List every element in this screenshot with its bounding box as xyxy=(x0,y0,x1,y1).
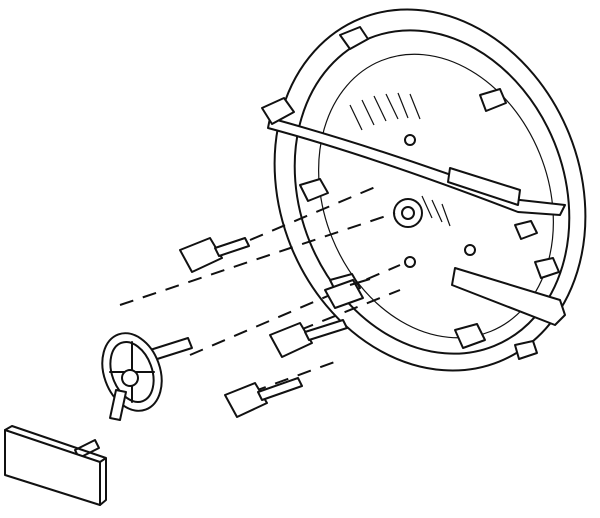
panel-hole xyxy=(404,256,416,268)
door-panel xyxy=(318,53,554,339)
latch-dog xyxy=(339,26,369,50)
latch-dog xyxy=(261,97,295,125)
door-assembly xyxy=(261,8,587,372)
latch-assembly xyxy=(269,319,348,358)
latch-dog xyxy=(454,323,486,349)
hub-bore xyxy=(401,206,415,220)
handwheel-handle xyxy=(109,389,127,421)
latch-assembly xyxy=(224,377,303,418)
assembly-lines xyxy=(119,184,401,401)
panel-hatching xyxy=(349,92,451,227)
latch-assembly xyxy=(179,237,250,273)
crossbar-lower xyxy=(451,267,566,326)
latch-dog xyxy=(514,340,538,360)
latch-dog xyxy=(534,257,560,279)
latch-dog xyxy=(299,178,329,202)
latch-dog xyxy=(479,88,507,112)
plate xyxy=(4,429,101,506)
latch-assembly xyxy=(324,278,371,309)
panel-hole xyxy=(404,134,416,146)
hub xyxy=(393,198,423,228)
handwheel xyxy=(101,332,193,421)
crossbar-bracket xyxy=(447,167,521,206)
handle-plate xyxy=(4,425,107,506)
latch-dog xyxy=(514,220,538,240)
panel-hole xyxy=(464,244,476,256)
handwheel-hub xyxy=(121,369,139,387)
